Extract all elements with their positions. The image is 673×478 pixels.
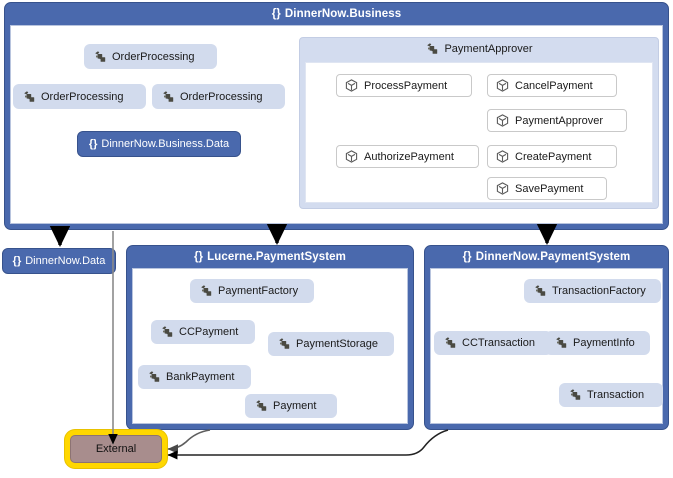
method-label: SavePayment — [515, 182, 584, 195]
namespace-title-dinnernow-paymentsystem: {}DinnerNow.PaymentSystem — [462, 251, 631, 263]
method-node-paymentapprover[interactable]: PaymentApprover — [487, 109, 627, 132]
class-label: Transaction — [587, 389, 645, 401]
class-node-cctransaction[interactable]: CCTransaction — [434, 331, 552, 355]
class-node-paymentstorage[interactable]: PaymentStorage — [268, 332, 394, 356]
class-group-label: PaymentApprover — [444, 43, 533, 55]
class-label: OrderProcessing — [180, 90, 263, 103]
edge-dinnernow-paymentsystem-to-external — [167, 429, 449, 460]
class-node-bankpayment[interactable]: BankPayment — [138, 365, 251, 389]
external-node[interactable]: External — [70, 435, 162, 463]
method-label: CancelPayment — [515, 79, 593, 92]
class-icon — [147, 370, 161, 384]
class-icon — [199, 284, 213, 298]
class-icon — [161, 90, 175, 104]
class-icon — [254, 399, 268, 413]
class-icon — [22, 90, 36, 104]
class-label: CCTransaction — [462, 337, 535, 349]
method-label: AuthorizePayment — [364, 150, 454, 163]
method-label: PaymentApprover — [515, 114, 604, 127]
namespace-node-label: DinnerNow.Business.Data — [101, 138, 230, 150]
class-icon — [277, 337, 291, 351]
class-icon — [160, 325, 174, 339]
namespace-braces-icon: {} — [193, 251, 204, 263]
class-label: Payment — [273, 400, 317, 412]
method-cube-icon — [496, 150, 509, 163]
class-label: CCPayment — [179, 326, 239, 338]
method-node-processpayment[interactable]: ProcessPayment — [336, 74, 472, 97]
class-icon — [443, 336, 457, 350]
edge-lucerne-to-external — [167, 429, 211, 454]
class-label: OrderProcessing — [112, 50, 195, 63]
class-node-orderprocessing-left[interactable]: OrderProcessing — [13, 84, 146, 109]
class-node-paymentinfo[interactable]: PaymentInfo — [545, 331, 650, 355]
method-cube-icon — [496, 182, 509, 195]
namespace-title-lucerne-paymentsystem: {}Lucerne.PaymentSystem — [193, 251, 347, 263]
class-label: BankPayment — [166, 371, 235, 383]
class-icon — [425, 42, 439, 56]
method-cube-icon — [345, 150, 358, 163]
class-node-orderprocessing-right[interactable]: OrderProcessing — [152, 84, 285, 109]
method-cube-icon — [496, 79, 509, 92]
namespace-braces-icon: {} — [12, 255, 22, 267]
namespace-braces-icon: {} — [271, 8, 281, 20]
class-label: PaymentStorage — [296, 338, 378, 350]
namespace-braces-icon: {} — [88, 138, 98, 150]
class-node-payment[interactable]: Payment — [245, 394, 337, 418]
class-icon — [554, 336, 568, 350]
method-node-authorizepayment[interactable]: AuthorizePayment — [336, 145, 479, 168]
class-label: TransactionFactory — [552, 285, 646, 297]
class-node-transaction[interactable]: Transaction — [559, 383, 663, 407]
namespace-braces-icon: {} — [462, 251, 472, 263]
namespace-node-label: DinnerNow.Data — [25, 255, 106, 267]
method-label: ProcessPayment — [364, 79, 448, 92]
method-node-cancelpayment[interactable]: CancelPayment — [487, 74, 617, 97]
namespace-node-dinnernow-business-data[interactable]: {}DinnerNow.Business.Data — [77, 131, 241, 157]
external-node-label: External — [95, 443, 137, 455]
class-label: PaymentFactory — [218, 285, 299, 297]
method-node-createpayment[interactable]: CreatePayment — [487, 145, 617, 168]
namespace-node-dinnernow-data[interactable]: {}DinnerNow.Data — [2, 248, 116, 274]
class-node-transactionfactory[interactable]: TransactionFactory — [524, 279, 661, 303]
class-label: OrderProcessing — [41, 90, 124, 103]
method-cube-icon — [496, 114, 509, 127]
namespace-title-dinnernow-business: {}DinnerNow.Business — [271, 8, 402, 20]
class-icon — [93, 50, 107, 64]
class-node-ccpayment[interactable]: CCPayment — [151, 320, 255, 344]
method-label: CreatePayment — [515, 150, 592, 163]
method-node-savepayment[interactable]: SavePayment — [487, 177, 607, 200]
class-group-title-paymentapprover: PaymentApprover — [300, 38, 658, 60]
class-icon — [568, 388, 582, 402]
class-node-orderprocessing-top[interactable]: OrderProcessing — [84, 44, 217, 69]
class-icon — [533, 284, 547, 298]
class-label: PaymentInfo — [573, 337, 635, 349]
class-node-paymentfactory[interactable]: PaymentFactory — [190, 279, 314, 303]
method-cube-icon — [345, 79, 358, 92]
